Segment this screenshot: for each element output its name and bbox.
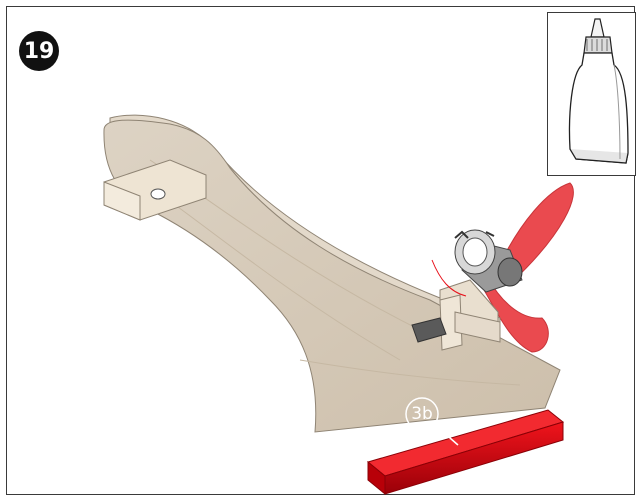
glue-inset-panel [547, 12, 636, 176]
step-number-badge: 19 [19, 31, 59, 71]
motor-icon [432, 230, 522, 296]
glue-bottle-icon [548, 13, 635, 175]
part-label-3b: 3b [405, 400, 439, 428]
